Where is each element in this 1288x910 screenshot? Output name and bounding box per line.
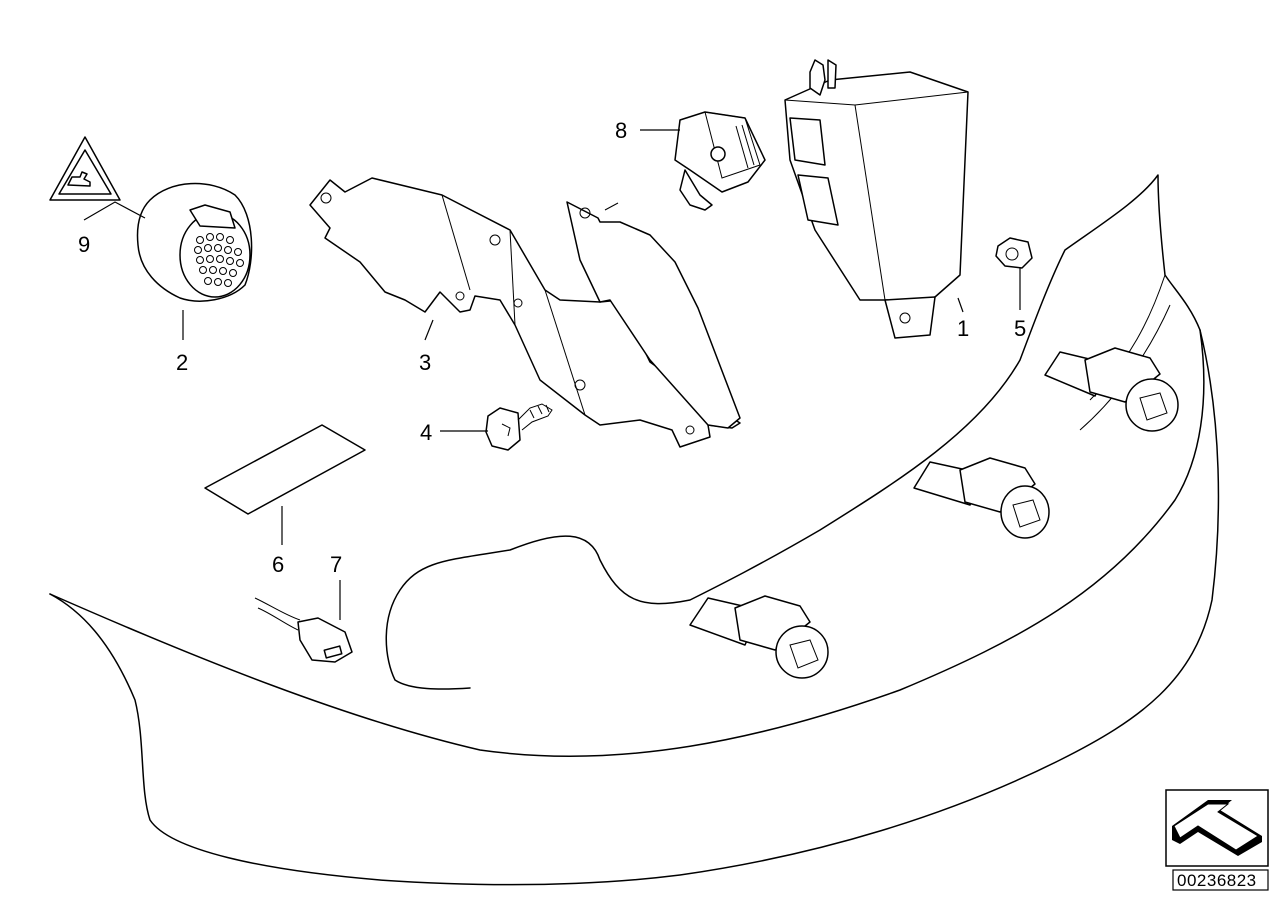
parking-sensor-1	[689, 595, 829, 679]
parking-sensor-2	[913, 457, 1050, 539]
nut	[995, 237, 1033, 269]
callout-2: 2	[176, 350, 188, 375]
callout-7: 7	[330, 552, 342, 577]
rear-bumper	[49, 174, 1220, 886]
mounting-plate	[566, 201, 741, 429]
callout-1: 1	[957, 316, 969, 341]
callout-4: 4	[420, 420, 432, 445]
plug-connector	[254, 597, 353, 663]
warning-triangle-icon	[49, 136, 121, 201]
callout-6: 6	[272, 552, 284, 577]
leader-lines	[83, 129, 1021, 620]
parking-sensor-3	[1044, 347, 1179, 432]
relay-module	[674, 111, 766, 211]
callout-5: 5	[1014, 316, 1026, 341]
callout-3: 3	[419, 350, 431, 375]
callouts: 9 2 3 4 5 1 6 7 8	[78, 118, 1026, 577]
callout-9: 9	[78, 232, 90, 257]
round-connector	[136, 182, 253, 302]
callout-8: 8	[615, 118, 627, 143]
bracket	[309, 177, 741, 448]
bolt	[485, 403, 553, 451]
direction-arrow-icon	[1165, 789, 1269, 867]
control-unit	[784, 59, 969, 339]
reference-number-box: 00236823	[1172, 869, 1269, 891]
label-sheet	[204, 424, 366, 515]
reference-number: 00236823	[1177, 871, 1257, 890]
